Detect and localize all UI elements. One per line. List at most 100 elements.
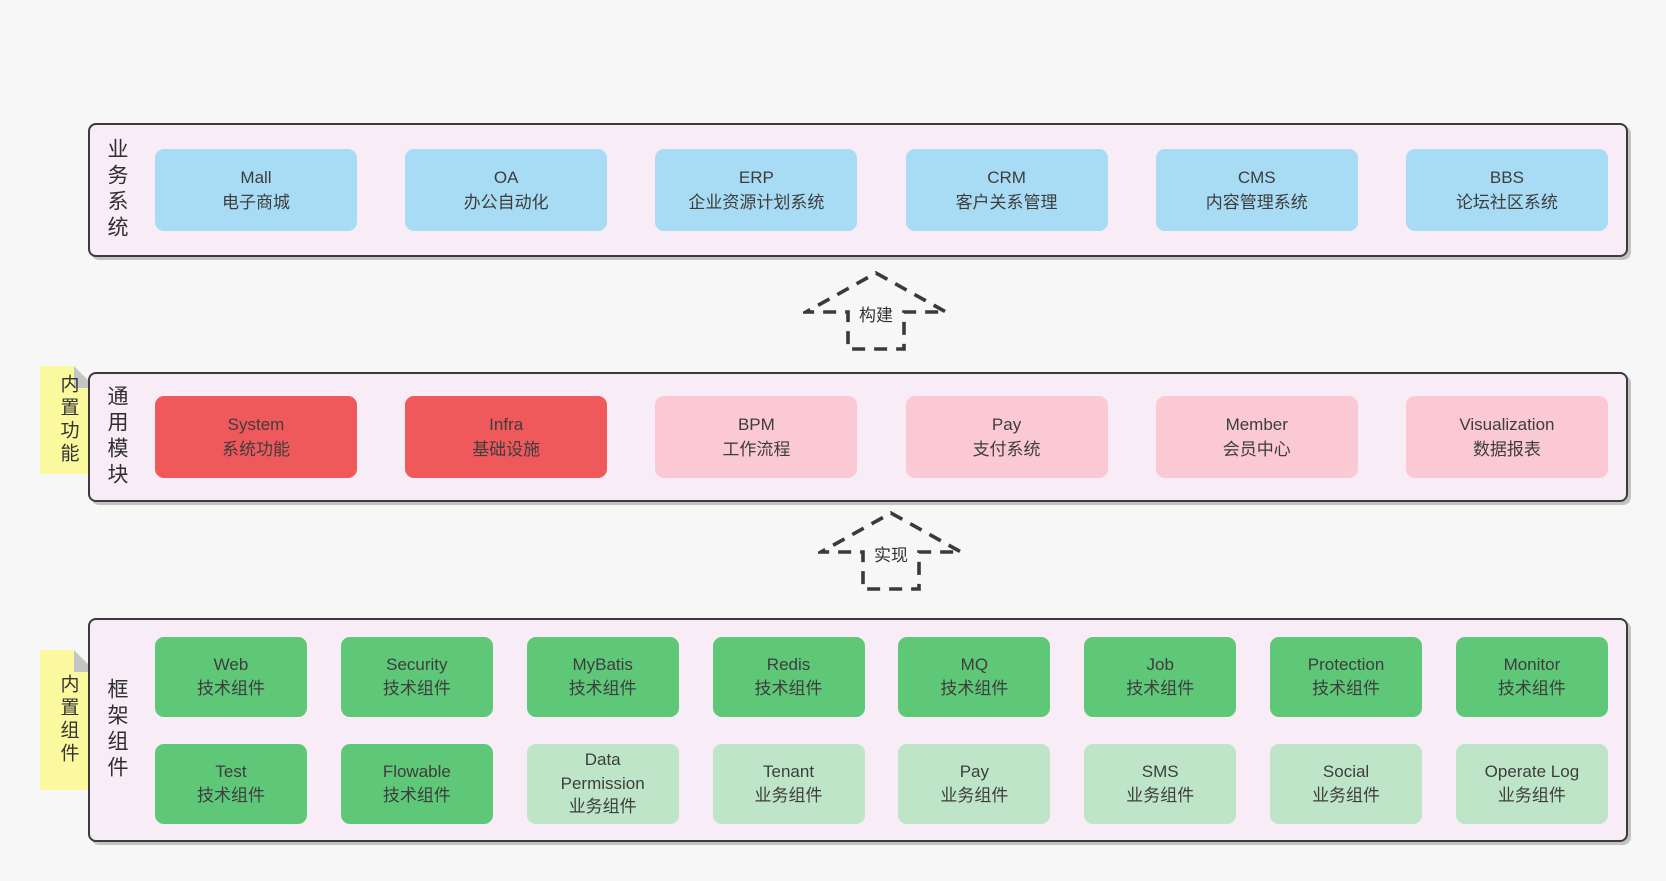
box-subtitle: 系统功能 bbox=[222, 440, 290, 459]
box-subtitle: 业务组件 bbox=[940, 785, 1009, 805]
box-subtitle: 技术组件 bbox=[1312, 678, 1381, 698]
box-visualization: Visualization 数据报表 bbox=[1405, 396, 1608, 478]
box-cms: CMS 内容管理系统 bbox=[1155, 149, 1358, 231]
framework-row-2: Test 技术组件 Flowable 技术组件 Data Permission … bbox=[155, 743, 1608, 824]
box-subtitle: 技术组件 bbox=[940, 678, 1009, 698]
box-title: BPM bbox=[737, 414, 775, 434]
box-title: MyBatis bbox=[572, 654, 633, 674]
box-mq: MQ 技术组件 bbox=[898, 636, 1051, 717]
business-boxes-row: Mall 电子商城 OA 办公自动化 ERP 企业资源计划系统 CRM 客户关系… bbox=[133, 125, 1626, 255]
box-monitor: Monitor 技术组件 bbox=[1455, 636, 1608, 717]
box-system: System 系统功能 bbox=[155, 396, 357, 478]
box-subtitle: 技术组件 bbox=[197, 678, 265, 698]
box-title: System bbox=[227, 414, 285, 434]
box-subtitle: 企业资源计划系统 bbox=[688, 193, 825, 212]
box-data-permission: Data Permission 业务组件 bbox=[526, 743, 679, 824]
box-subtitle: 支付系统 bbox=[972, 440, 1041, 459]
box-subtitle: 办公自动化 bbox=[463, 193, 549, 212]
box-tenant: Tenant 业务组件 bbox=[712, 743, 865, 824]
panel-framework-components: 框架组件 Web 技术组件 Security 技术组件 MyBatis 技术组件… bbox=[88, 618, 1628, 842]
modules-boxes-row: System 系统功能 Infra 基础设施 BPM 工作流程 Pay 支付系统… bbox=[133, 374, 1626, 500]
box-title: ERP bbox=[738, 167, 774, 187]
box-subtitle: 技术组件 bbox=[1497, 678, 1566, 698]
panel-common-modules: 通用模块 System 系统功能 Infra 基础设施 BPM 工作流程 Pay… bbox=[88, 372, 1628, 502]
box-title: Pay bbox=[959, 761, 990, 781]
panel-business-systems: 业务系统 Mall 电子商城 OA 办公自动化 ERP 企业资源计划系统 CRM… bbox=[88, 123, 1628, 257]
box-title: Data Permission bbox=[560, 749, 645, 793]
box-title: CRM bbox=[987, 167, 1026, 187]
box-subtitle: 会员中心 bbox=[1222, 440, 1291, 459]
box-title: BBS bbox=[1489, 167, 1524, 187]
box-title: Mall bbox=[240, 167, 272, 187]
box-title: Redis bbox=[766, 654, 811, 674]
box-subtitle: 业务组件 bbox=[1126, 785, 1195, 805]
box-subtitle: 电子商城 bbox=[222, 193, 290, 212]
box-subtitle: 论坛社区系统 bbox=[1455, 193, 1558, 212]
box-title: CMS bbox=[1237, 167, 1276, 187]
box-subtitle: 技术组件 bbox=[1126, 678, 1195, 698]
box-subtitle: 客户关系管理 bbox=[955, 193, 1058, 212]
box-security: Security 技术组件 bbox=[340, 636, 493, 717]
sticky-note-builtin-functions: 内置功能 bbox=[40, 366, 96, 474]
sticky-note-label: 内置组件 bbox=[57, 674, 79, 766]
dashed-up-arrow-icon bbox=[818, 510, 964, 591]
box-erp: ERP 企业资源计划系统 bbox=[655, 149, 858, 231]
box-title: Tenant bbox=[763, 761, 815, 781]
build-arrow: 构建 bbox=[803, 270, 949, 352]
box-crm: CRM 客户关系管理 bbox=[905, 149, 1108, 231]
panel-label-business-systems: 业务系统 bbox=[105, 138, 128, 242]
box-title: Job bbox=[1146, 654, 1174, 674]
box-title: Pay bbox=[991, 414, 1022, 434]
box-sms: SMS 业务组件 bbox=[1084, 743, 1237, 824]
box-operate-log: Operate Log 业务组件 bbox=[1455, 743, 1608, 824]
box-member: Member 会员中心 bbox=[1155, 396, 1358, 478]
box-oa: OA 办公自动化 bbox=[405, 149, 608, 231]
panel-label-common-modules: 通用模块 bbox=[105, 385, 128, 489]
box-title: MQ bbox=[960, 654, 989, 674]
box-title: Web bbox=[213, 654, 249, 674]
box-subtitle: 业务组件 bbox=[568, 797, 637, 817]
box-title: Member bbox=[1225, 414, 1288, 434]
box-test: Test 技术组件 bbox=[155, 743, 307, 824]
box-bpm: BPM 工作流程 bbox=[655, 396, 858, 478]
box-job: Job 技术组件 bbox=[1084, 636, 1237, 717]
box-title: Security bbox=[386, 654, 448, 674]
box-subtitle: 业务组件 bbox=[754, 785, 823, 805]
box-redis: Redis 技术组件 bbox=[712, 636, 865, 717]
box-title: Flowable bbox=[382, 761, 451, 781]
box-protection: Protection 技术组件 bbox=[1270, 636, 1423, 717]
panel-label-framework-components: 框架组件 bbox=[105, 678, 128, 782]
box-title: Protection bbox=[1307, 654, 1385, 674]
box-title: Test bbox=[215, 761, 247, 781]
box-title: OA bbox=[493, 167, 519, 187]
box-web: Web 技术组件 bbox=[155, 636, 307, 717]
build-arrow-label: 构建 bbox=[854, 300, 898, 327]
box-mall: Mall 电子商城 bbox=[155, 149, 357, 231]
box-title: Social bbox=[1322, 761, 1370, 781]
box-subtitle: 数据报表 bbox=[1472, 440, 1541, 459]
box-title: Monitor bbox=[1503, 654, 1561, 674]
box-pay-component: Pay 业务组件 bbox=[898, 743, 1051, 824]
box-subtitle: 内容管理系统 bbox=[1205, 193, 1308, 212]
sticky-note-label: 内置功能 bbox=[57, 374, 79, 466]
framework-boxes-grid: Web 技术组件 Security 技术组件 MyBatis 技术组件 Redi… bbox=[133, 620, 1626, 840]
box-flowable: Flowable 技术组件 bbox=[340, 743, 493, 824]
box-title: Operate Log bbox=[1484, 761, 1580, 781]
implement-arrow: 实现 bbox=[818, 510, 964, 592]
box-subtitle: 基础设施 bbox=[472, 440, 541, 459]
box-mybatis: MyBatis 技术组件 bbox=[526, 636, 679, 717]
box-subtitle: 业务组件 bbox=[1497, 785, 1566, 805]
box-subtitle: 工作流程 bbox=[722, 440, 791, 459]
box-subtitle: 技术组件 bbox=[382, 785, 451, 805]
box-subtitle: 技术组件 bbox=[382, 678, 451, 698]
box-subtitle: 业务组件 bbox=[1312, 785, 1381, 805]
framework-row-1: Web 技术组件 Security 技术组件 MyBatis 技术组件 Redi… bbox=[155, 636, 1608, 717]
box-subtitle: 技术组件 bbox=[197, 785, 265, 805]
box-title: Visualization bbox=[1459, 414, 1555, 434]
box-pay-system: Pay 支付系统 bbox=[905, 396, 1108, 478]
box-bbs: BBS 论坛社区系统 bbox=[1405, 149, 1608, 231]
box-title: Infra bbox=[489, 414, 524, 434]
box-title: SMS bbox=[1141, 761, 1179, 781]
box-subtitle: 技术组件 bbox=[568, 678, 637, 698]
